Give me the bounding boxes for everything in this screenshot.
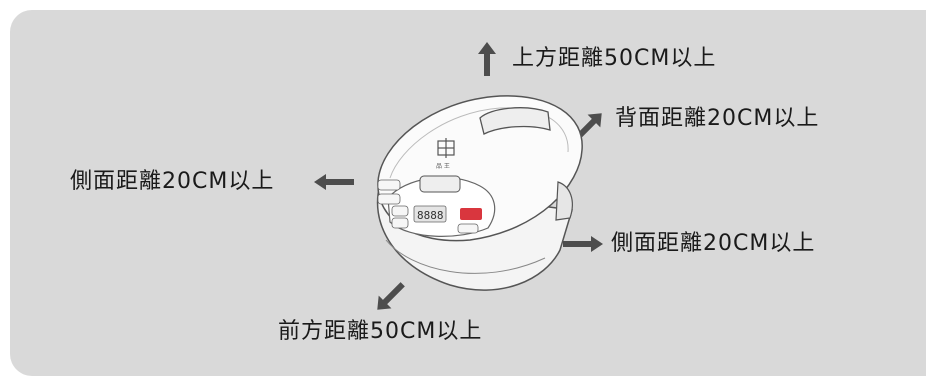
label-right-side-clearance: 側面距離20CM以上: [611, 231, 816, 256]
rice-cooker-illustration: 8888 品 王: [376, 95, 583, 291]
label-top-clearance: 上方距離50CM以上: [512, 46, 717, 71]
cooker-display-digits: 8888: [417, 209, 444, 222]
arrow-left-icon: [314, 174, 354, 190]
label-front-clearance: 前方距離50CM以上: [278, 319, 483, 344]
arrow-up-icon: [478, 42, 496, 76]
cooker-brand-text: 品 王: [436, 163, 450, 170]
label-back-clearance: 背面距離20CM以上: [615, 106, 820, 131]
arrow-front-icon: [377, 282, 405, 310]
label-left-side-clearance: 側面距離20CM以上: [70, 169, 275, 194]
arrow-right-icon: [563, 236, 603, 252]
